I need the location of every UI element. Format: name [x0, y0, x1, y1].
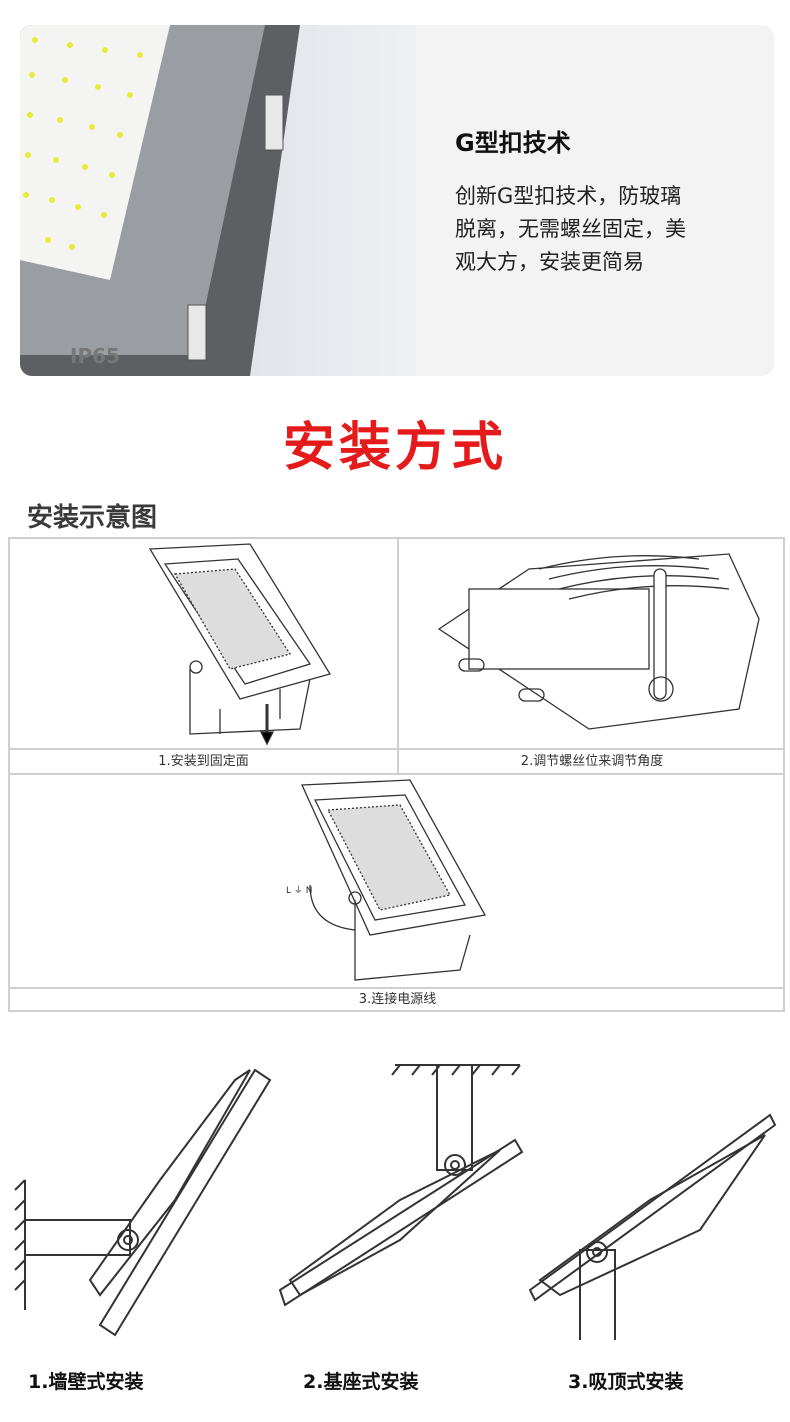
step-3-caption: 3.连接电源线: [358, 992, 437, 1007]
step-1-image: [10, 539, 399, 750]
ceiling-mount-illustration: [528, 1113, 777, 1340]
step-2-image: [399, 539, 785, 750]
step-2-caption: 2.调节螺丝位来调节角度: [399, 750, 785, 775]
wall-mount-illustration: [14, 1068, 272, 1337]
feature-line: 观大方，安装更简易: [455, 250, 644, 274]
step-1-caption: 1.安装到固定面: [10, 750, 399, 775]
wall-mount-caption: 1.墙壁式安装: [28, 1371, 144, 1393]
step-3-image: L ⏚ N: [10, 775, 785, 989]
section-title: 安装方式: [282, 418, 507, 478]
base-mount-illustration: [278, 1064, 524, 1307]
feature-line: 创新G型扣技术，防玻璃: [455, 184, 682, 208]
installation-diagram-grid: 1.安装到固定面 2.调节螺丝位来调节角度 L ⏚ N 3.连接电源线: [8, 537, 785, 1012]
mounting-illustrations: [0, 1040, 790, 1340]
ceiling-mount-caption: 3.吸顶式安装: [568, 1371, 684, 1393]
product-photo: IP65: [20, 25, 416, 376]
ip65-label: IP65: [70, 344, 120, 368]
feature-title: G型扣技术: [455, 129, 571, 157]
wire-labels: L ⏚ N: [286, 885, 312, 896]
feature-description: 创新G型扣技术，防玻璃 脱离，无需螺丝固定，美 观大方，安装更简易: [455, 180, 745, 279]
feature-card: IP65 G型扣技术 创新G型扣技术，防玻璃 脱离，无需螺丝固定，美 观大方，安…: [20, 25, 774, 376]
feature-line: 脱离，无需螺丝固定，美: [455, 217, 686, 241]
diagram-title: 安装示意图: [27, 503, 158, 533]
base-mount-caption: 2.基座式安装: [303, 1371, 419, 1393]
